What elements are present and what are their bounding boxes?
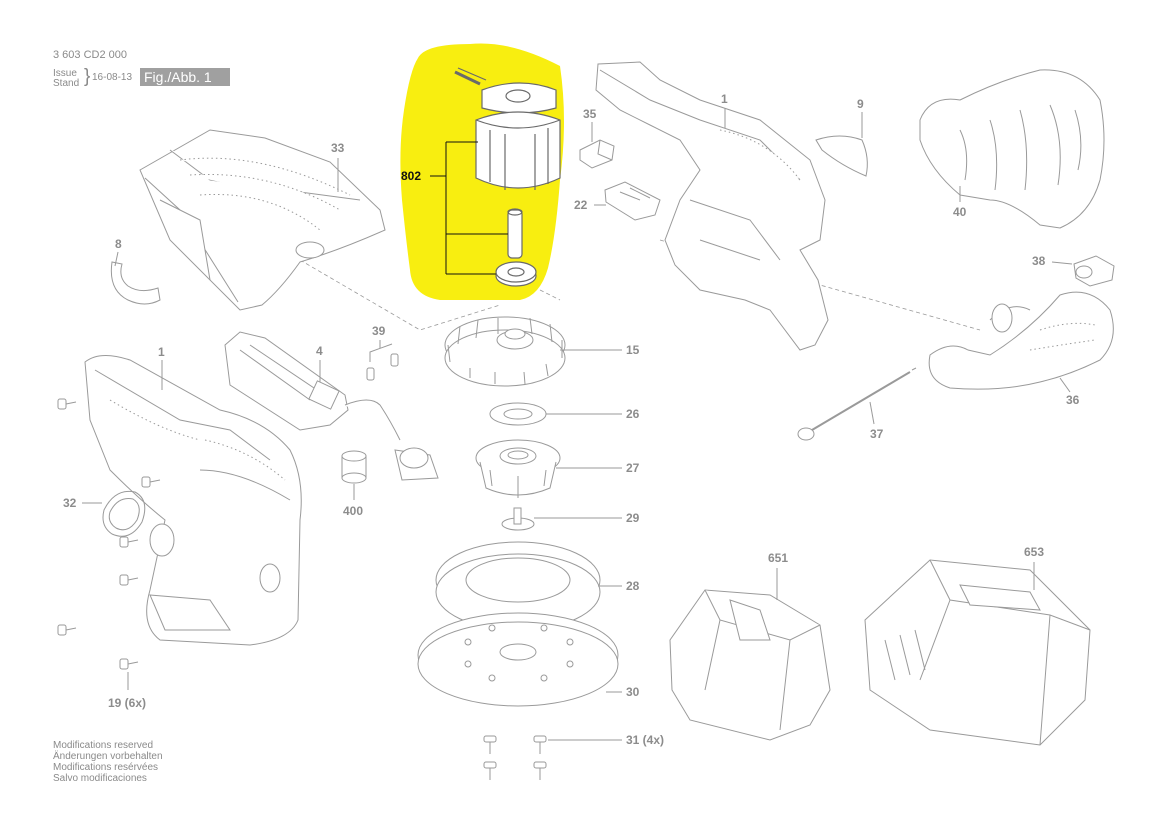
issue-date: 16-08-13 [92,72,133,83]
stand-label: Stand [53,78,80,89]
callout-bracket-802 [430,141,508,275]
housing-1-left [84,355,302,646]
footer-notes: Modifications reserved Änderungen vorbeh… [53,740,163,784]
leader-8 [114,251,119,267]
footer-line: Modifications resérvées [53,762,159,773]
part-label-33: 33 [331,141,345,155]
side-handle-36 [928,291,1114,390]
part-label-400: 400 [343,504,363,518]
pins-39 [366,343,399,381]
screws-19 [57,398,161,670]
bearing-housing-27 [475,439,561,498]
part-label-26: 26 [626,407,640,421]
leader-36 [1059,377,1071,393]
ring-28 [435,541,601,631]
fan-15 [444,316,566,387]
footer-line: Salvo modificaciones [53,773,147,784]
cover-9 [815,135,868,177]
part-label-802: 802 [401,169,421,183]
part-label-29: 29 [626,511,640,525]
sleeve-400 [341,450,367,484]
part-label-35: 35 [583,107,597,121]
footer-line: Änderungen vorbehalten [53,751,163,762]
part-label-40: 40 [953,205,967,219]
electronics-4 [224,331,439,481]
cover-8 [110,261,161,305]
part-label-15: 15 [626,343,640,357]
part-label-1a: 1 [158,345,165,359]
charger-653 [864,559,1091,746]
part-label-27: 27 [626,461,640,475]
battery-651 [669,589,831,741]
motor-802 [454,67,561,287]
part-label-653: 653 [1024,545,1044,559]
part-label-9: 9 [857,97,864,111]
part-label-22: 22 [574,198,588,212]
part-label-37: 37 [870,427,884,441]
issue-bracket: } [84,66,91,87]
part-label-19: 19 (6x) [108,696,146,710]
leader-38 [1051,261,1073,265]
housing-1-right [595,61,829,351]
part-label-39: 39 [372,324,386,338]
bolt-37 [797,367,917,441]
assembly-lines [299,239,981,331]
part-label-1b: 1 [721,92,728,106]
washer-26 [489,402,547,426]
part-label-36: 36 [1066,393,1080,407]
issue-label: Issue [53,68,77,79]
part-label-32: 32 [63,496,77,510]
screw-29 [501,507,535,531]
leader-37 [869,401,875,425]
part-label-31: 31 (4x) [626,733,664,747]
ring-32 [102,490,146,537]
figure-label: Fig./Abb. 1 [140,68,230,86]
dust-box-33 [139,129,386,311]
part-label-651: 651 [768,551,788,565]
switch-22 [604,181,661,221]
handguard-40 [919,69,1105,229]
sanding-pad-30 [417,612,619,707]
clip-35 [579,139,615,169]
part-label-30: 30 [626,685,640,699]
footer-line: Modifications reserved [53,740,154,751]
document-number: 3 603 CD2 000 [53,49,127,61]
part-label-4: 4 [316,344,323,358]
knob-38 [1073,255,1115,287]
part-label-38: 38 [1032,254,1046,268]
part-label-28: 28 [626,579,640,593]
screws-31 [483,735,547,780]
part-label-8: 8 [115,237,122,251]
